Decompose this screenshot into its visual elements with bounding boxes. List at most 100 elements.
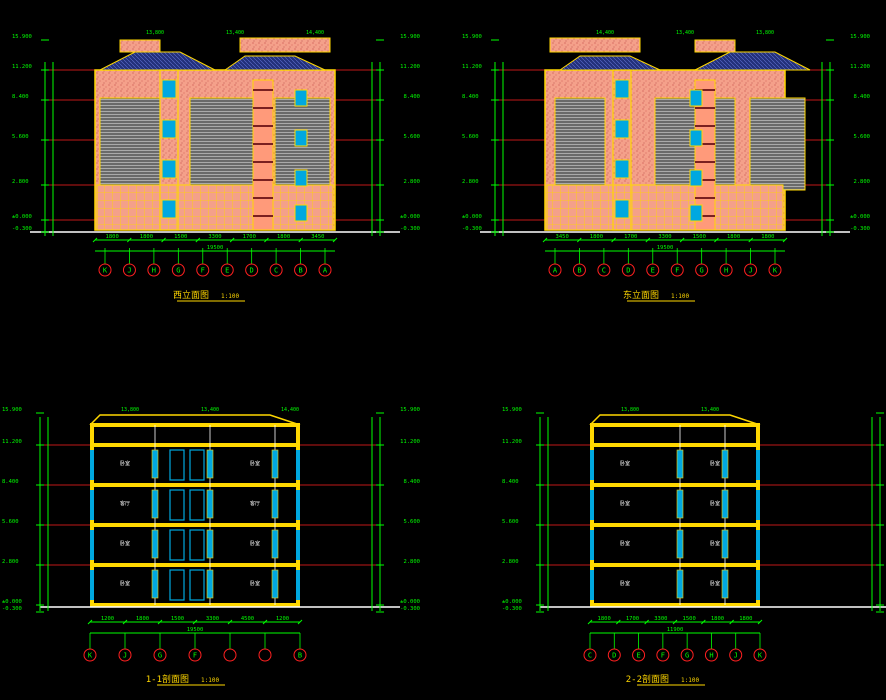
level-label: 15.900 <box>400 34 420 40</box>
section-1-1-bottom-dim: 1500 <box>171 616 184 622</box>
room-label: 客厅 <box>250 500 260 507</box>
roof-dim: 13,800 <box>621 407 639 413</box>
section-1-1-overall-dim: 19500 <box>187 627 204 633</box>
section-2-2-scale: 1:100 <box>681 677 699 684</box>
floor-slab <box>590 603 760 607</box>
section-2-2-grid-label: H <box>709 652 713 660</box>
west-elevation-grid-label: K <box>103 267 108 275</box>
level-label: 8.400 <box>502 479 519 485</box>
dimension-tick <box>161 237 166 243</box>
east-elevation-grid-label: A <box>553 267 558 275</box>
dimension-tick <box>615 619 621 625</box>
roof-dim: 14,400 <box>306 30 324 36</box>
east-elevation-bottom-dim: 1800 <box>590 234 603 240</box>
section-2-2-overall-dim: 11900 <box>667 627 684 633</box>
section-2-2-grid-label: C <box>588 652 592 660</box>
door-opening <box>189 529 205 561</box>
east-elevation-grid-bubble <box>646 263 660 277</box>
roof-gable <box>223 55 326 71</box>
east-elevation-bottom-dim: 1800 <box>727 234 740 240</box>
stair-window <box>614 159 630 179</box>
east-elevation-scale: 1:100 <box>671 293 689 300</box>
east-elevation-grid-bubble <box>548 263 562 277</box>
roof-dim: 13,800 <box>756 30 774 36</box>
west-elevation-grid-bubble <box>196 263 210 277</box>
stair-window <box>161 159 177 179</box>
level-label: 15.900 <box>12 34 32 40</box>
west-elevation-grid-label: D <box>250 267 254 275</box>
section-2-2-grid-bubble <box>680 648 694 662</box>
east-elevation-grid-bubble <box>768 263 782 277</box>
west-elevation-bottom-dim: 1700 <box>243 234 256 240</box>
stair-window <box>161 199 177 219</box>
section-2-2-bottom-dim: 1800 <box>739 616 752 622</box>
floor-slab <box>90 443 300 447</box>
level-label: -0.300 <box>462 226 482 232</box>
section-window <box>151 569 159 599</box>
section-glazing <box>590 570 594 600</box>
level-label: 11.200 <box>462 64 482 70</box>
section-glazing <box>90 530 94 560</box>
section-1-1-bottom-dim: 4500 <box>241 616 254 622</box>
section-1-1-grid-bubble <box>258 648 272 662</box>
level-label: 15.900 <box>850 34 870 40</box>
west-elevation-grid-label: G <box>176 267 180 275</box>
room-label: 卧室 <box>120 580 130 587</box>
roof-profile <box>589 414 761 426</box>
section-glazing <box>590 530 594 560</box>
section-2-2-grid-label: G <box>685 652 689 660</box>
level-label: 8.400 <box>462 94 479 100</box>
west-elevation-grid-label: F <box>201 267 205 275</box>
west-elevation-overall-dim: 19500 <box>207 245 224 251</box>
level-label: 11.200 <box>850 64 870 70</box>
section-1-1-bottom-dim: 3300 <box>206 616 219 622</box>
section-window <box>676 449 684 479</box>
dimension-tick <box>192 619 198 625</box>
dimension-tick <box>298 237 304 243</box>
section-glazing <box>296 530 300 560</box>
roof-dim: 13,400 <box>701 407 719 413</box>
roof-dim: 14,400 <box>281 407 299 413</box>
level-label: 8.400 <box>403 94 420 100</box>
section-window <box>721 529 729 559</box>
section-glazing <box>756 530 760 560</box>
section-1-1-scale: 1:100 <box>201 677 219 684</box>
east-elevation-grid-bubble <box>572 263 586 277</box>
level-label: 11.200 <box>2 439 22 445</box>
floor-slab <box>90 483 300 487</box>
section-window <box>721 569 729 599</box>
west-elevation-grid-bubble <box>147 263 161 277</box>
east-elevation-bottom-dim: 1800 <box>761 234 774 240</box>
section-2-2-bottom-dim: 1800 <box>711 616 724 622</box>
west-elevation-grid-bubble <box>269 263 283 277</box>
room-label: 卧室 <box>120 540 130 547</box>
level-label: -0.300 <box>400 226 420 232</box>
east-elevation-grid-label: J <box>748 267 752 275</box>
level-label: 15.900 <box>400 407 420 413</box>
room-label: 卧室 <box>250 460 260 467</box>
section-2-2-grid-label: K <box>758 652 763 660</box>
section-glazing <box>296 490 300 520</box>
floor-slab <box>90 523 300 527</box>
dimension-tick <box>87 619 93 625</box>
dimension-tick <box>195 237 201 243</box>
room-label: 卧室 <box>250 540 260 547</box>
ground-floor-grille <box>96 184 334 231</box>
section-2-2-grid-label: F <box>661 652 665 660</box>
level-label: ±0.000 <box>12 214 32 220</box>
window-blinds <box>554 97 606 191</box>
section-2-2-bottom-dim: 1700 <box>626 616 639 622</box>
level-label: -0.300 <box>12 226 32 232</box>
roof-parapet <box>549 37 641 53</box>
west-elevation-grid-label: E <box>225 267 229 275</box>
section-2-2-bottom-dim: 3300 <box>654 616 667 622</box>
west-elevation-bottom-dim: 1500 <box>174 234 187 240</box>
level-label: 2.800 <box>2 559 19 565</box>
window <box>689 129 703 147</box>
level-label: ±0.000 <box>400 599 420 605</box>
section-2-2-grid-label: E <box>636 652 640 660</box>
floor-slab <box>90 563 300 567</box>
window <box>689 89 703 107</box>
section-2-2-grid-label: J <box>734 652 738 660</box>
